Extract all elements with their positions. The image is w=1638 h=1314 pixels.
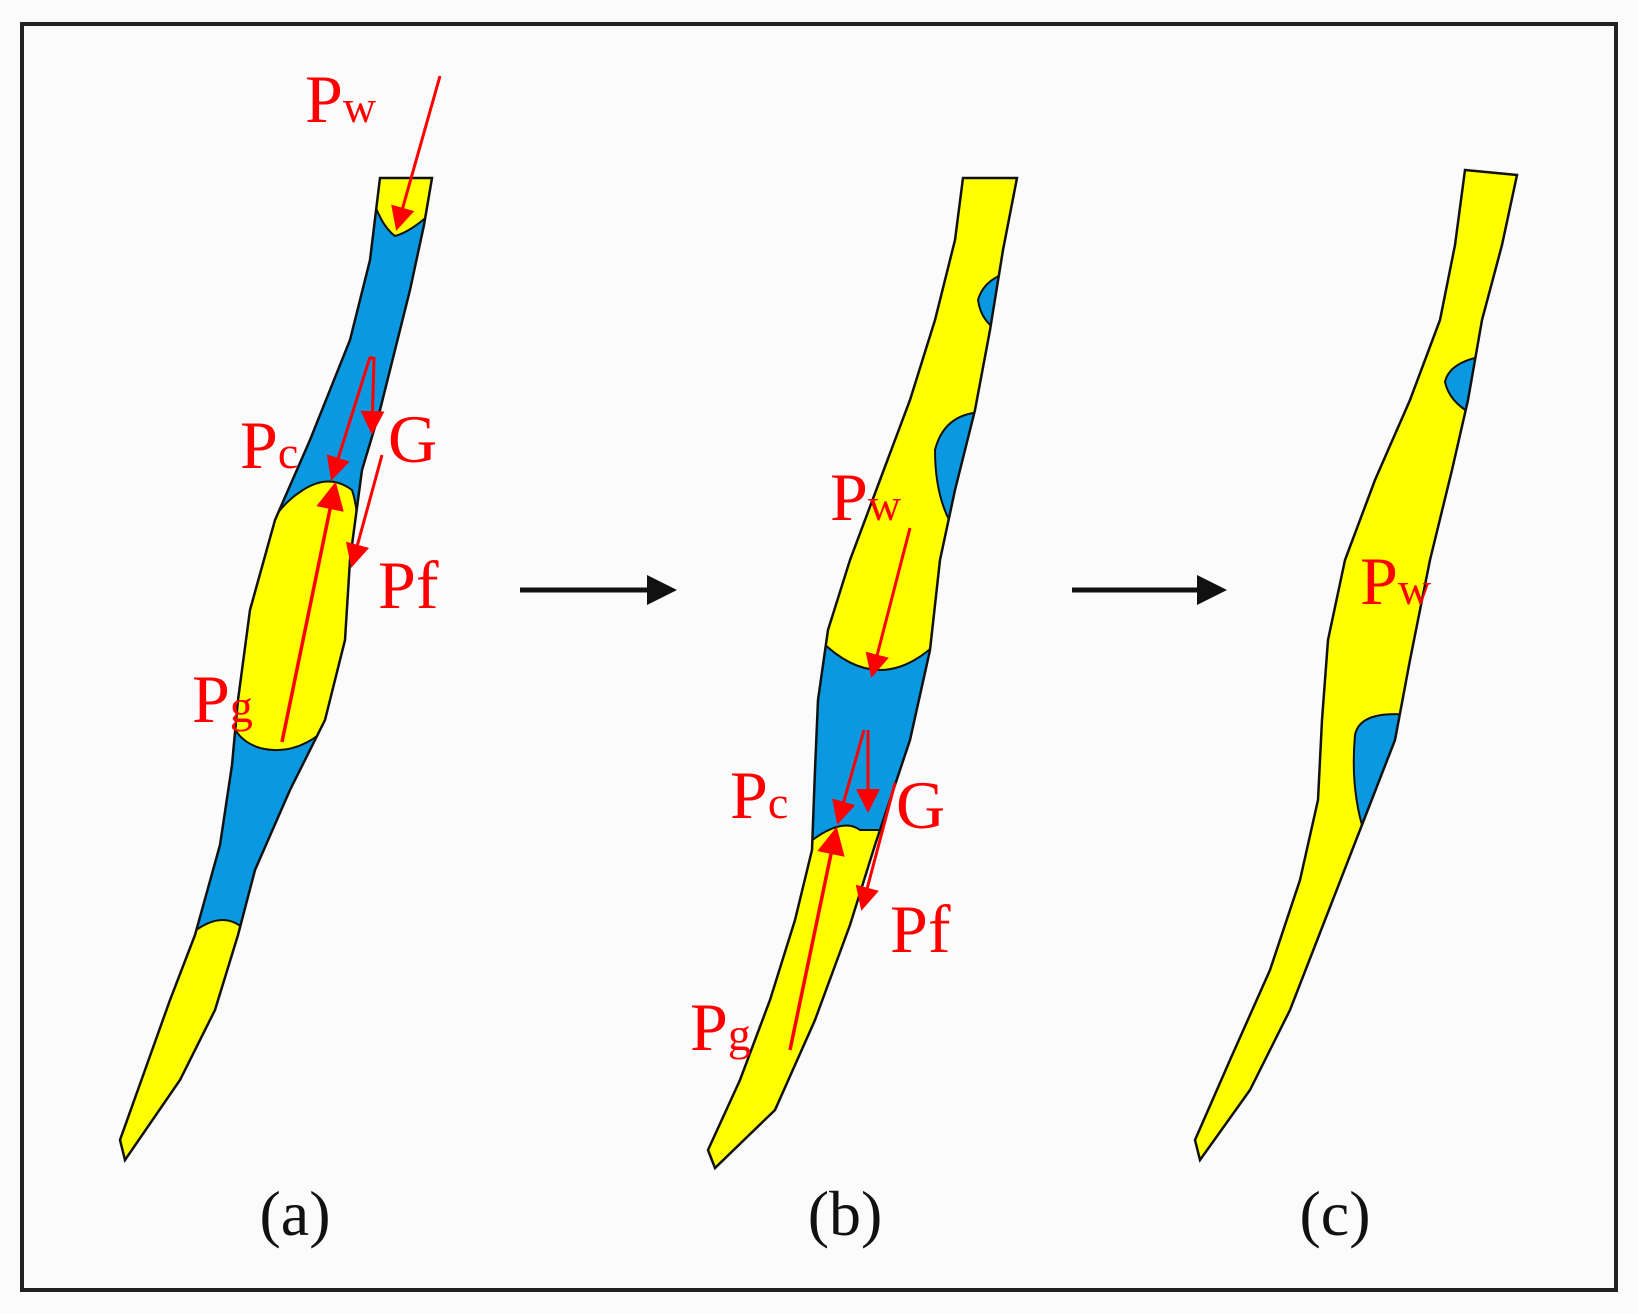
panel-c-label-pw: Pw [1360, 543, 1432, 619]
panel-a-caption: (a) [259, 1178, 330, 1249]
panel-c-caption: (c) [1299, 1178, 1370, 1249]
panel-a-pw-arrow [391, 75, 442, 231]
panel-a-pc-arrow [326, 356, 372, 481]
panel-b-caption: (b) [808, 1178, 883, 1249]
panel-a-label-g: G [388, 401, 437, 477]
panel-b-label-g: G [896, 767, 945, 843]
panel-b-label-pf: Pf [890, 891, 951, 967]
panel-b-label-pw: Pw [830, 459, 902, 535]
panel-b-pc-arrow [832, 729, 866, 825]
panel-b-pg-arrow [788, 826, 845, 1051]
panel-a-pg-arrow [280, 481, 344, 743]
diagram-frame [20, 22, 1618, 1292]
panel-a-label-pw: Pw [305, 61, 377, 137]
panel-a-label-pf: Pf [378, 547, 439, 623]
panel-a-pore-outline [118, 176, 434, 1163]
panel-a-label-pg: Pg [192, 661, 253, 737]
panel-a-g-arrow [360, 356, 385, 435]
panel-b-label-pc: Pc [730, 757, 788, 833]
panel-b-pw-arrow [865, 527, 912, 678]
panel-b-pf-arrow [855, 782, 897, 911]
panel-a-label-pc: Pc [240, 407, 298, 483]
panel-a-pf-arrow [345, 454, 384, 568]
panel-b-pore-outline [706, 176, 1019, 1171]
panel-c-pore-outline [1193, 168, 1519, 1163]
panel-b-label-pg: Pg [690, 989, 751, 1065]
